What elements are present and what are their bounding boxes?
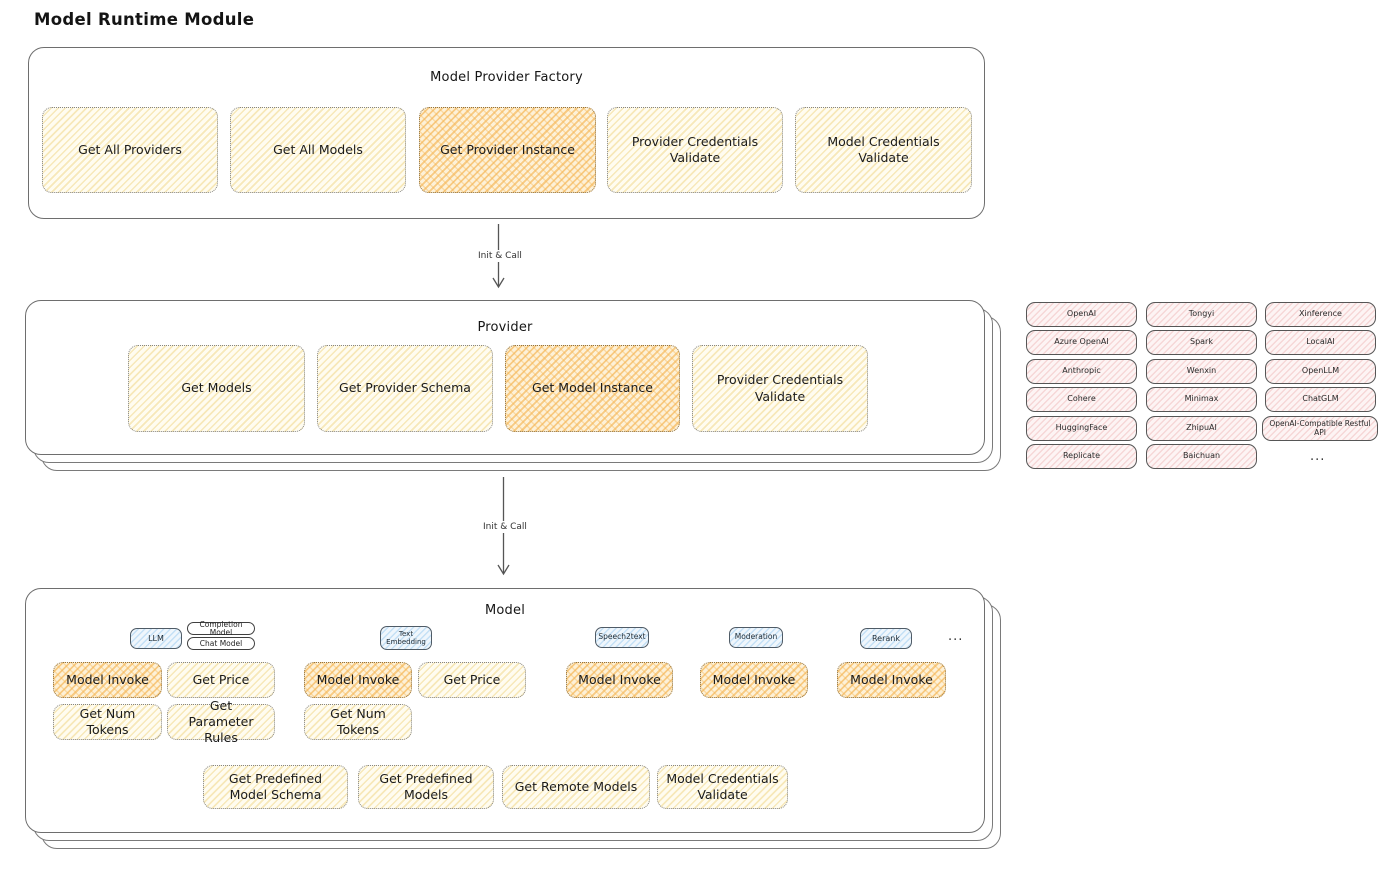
provider-pill-anthropic: Anthropic xyxy=(1026,359,1137,384)
tab-rerank: Rerank xyxy=(860,628,912,649)
speech2text-model-invoke: Model Invoke xyxy=(566,662,673,698)
text-embedding-get-price: Get Price xyxy=(418,662,526,698)
provider-pill-openllm: OpenLLM xyxy=(1265,359,1376,384)
factory-title: Model Provider Factory xyxy=(430,70,583,85)
provider-pill-xinference: Xinference xyxy=(1265,302,1376,327)
llm-model-invoke: Model Invoke xyxy=(53,662,162,698)
llm-get-parameter-rules: Get Parameter Rules xyxy=(167,698,275,745)
provider-pill-localai: LocalAI xyxy=(1265,330,1376,355)
provider-title: Provider xyxy=(477,320,533,335)
providers-more-ellipsis: ... xyxy=(1310,449,1326,464)
provider-pill-chatglm: ChatGLM xyxy=(1265,387,1376,412)
factory-get-provider-instance: Get Provider Instance xyxy=(419,107,596,193)
provider-pill-azure-openai: Azure OpenAI xyxy=(1026,330,1137,355)
tab-chat-model: Chat Model xyxy=(187,637,255,650)
provider-credentials-validate: Provider Credentials Validate xyxy=(692,345,868,432)
llm-get-price: Get Price xyxy=(167,662,275,698)
model-credentials-validate: Model Credentials Validate xyxy=(657,765,788,809)
provider-pill-huggingface: HuggingFace xyxy=(1026,416,1137,441)
provider-get-provider-schema: Get Provider Schema xyxy=(317,345,493,432)
factory-provider-credentials-validate: Provider Credentials Validate xyxy=(607,107,783,193)
text-embedding-get-num-tokens: Get Num Tokens xyxy=(304,704,412,740)
provider-get-models: Get Models xyxy=(128,345,305,432)
get-remote-models: Get Remote Models xyxy=(502,765,650,809)
provider-pill-minimax: Minimax xyxy=(1146,387,1257,412)
factory-model-credentials-validate: Model Credentials Validate xyxy=(795,107,972,193)
factory-get-all-providers: Get All Providers xyxy=(42,107,218,193)
factory-get-all-models: Get All Models xyxy=(230,107,406,193)
provider-pill-wenxin: Wenxin xyxy=(1146,359,1257,384)
rerank-model-invoke: Model Invoke xyxy=(837,662,946,698)
tab-llm: LLM xyxy=(130,628,182,649)
init-call-label-2: Init & Call xyxy=(480,521,530,533)
page-title: Model Runtime Module xyxy=(34,10,255,29)
tabs-more-ellipsis: ... xyxy=(948,629,964,644)
moderation-model-invoke: Model Invoke xyxy=(700,662,808,698)
provider-pill-baichuan: Baichuan xyxy=(1146,444,1257,469)
tab-completion-model: Completion Model xyxy=(187,621,255,636)
model-title: Model xyxy=(484,603,526,618)
tab-speech2text: Speech2text xyxy=(595,627,649,648)
provider-pill-spark: Spark xyxy=(1146,330,1257,355)
provider-pill-cohere: Cohere xyxy=(1026,387,1137,412)
provider-get-model-instance: Get Model Instance xyxy=(505,345,680,432)
provider-pill-replicate: Replicate xyxy=(1026,444,1137,469)
llm-get-num-tokens: Get Num Tokens xyxy=(53,704,162,740)
provider-pill-zhipuai: ZhipuAI xyxy=(1146,416,1257,441)
tab-moderation: Moderation xyxy=(729,627,783,648)
init-call-label-1: Init & Call xyxy=(475,250,525,262)
provider-pill-openai-compatible: OpenAI-Compatible Restful API xyxy=(1262,416,1378,441)
tab-text-embedding: Text Embedding xyxy=(380,626,432,650)
provider-pill-openai: OpenAI xyxy=(1026,302,1137,327)
provider-pill-tongyi: Tongyi xyxy=(1146,302,1257,327)
get-predefined-models: Get Predefined Models xyxy=(358,765,494,809)
get-predefined-model-schema: Get Predefined Model Schema xyxy=(203,765,348,809)
text-embedding-model-invoke: Model Invoke xyxy=(304,662,412,698)
